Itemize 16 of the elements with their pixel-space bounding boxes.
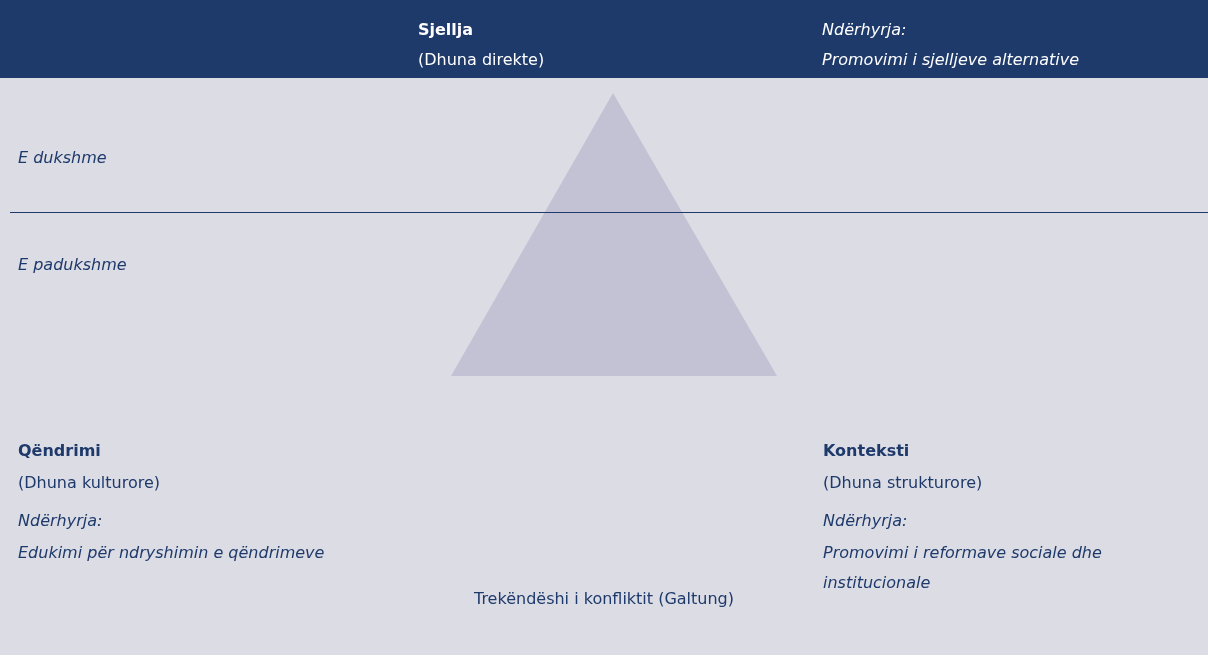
intervention-label: Ndërhyrja:	[18, 510, 103, 532]
intervention-text: Promovimi i sjelljeve alternative	[822, 49, 1080, 71]
level-label: E dukshme	[18, 147, 107, 169]
caption: Trekëndëshi i konfliktit (Galtung)	[473, 588, 734, 610]
header-band	[0, 0, 1208, 78]
heading: Sjellja	[418, 19, 474, 41]
subheading: (Dhuna strukturore)	[823, 472, 983, 494]
intervention-label: Ndërhyrja:	[822, 19, 907, 41]
subheading: (Dhuna direkte)	[418, 49, 545, 71]
level-label: E padukshme	[18, 254, 127, 276]
heading: Konteksti	[823, 440, 910, 462]
subheading: (Dhuna kulturore)	[18, 472, 160, 494]
heading: Qëndrimi	[18, 440, 101, 462]
intervention-label: Ndërhyrja:	[823, 510, 908, 532]
intervention-text: Promovimi i reformave sociale dhe institucionale	[823, 542, 1103, 594]
intervention-text: Edukimi për ndryshimin e qëndrimeve	[18, 542, 325, 564]
